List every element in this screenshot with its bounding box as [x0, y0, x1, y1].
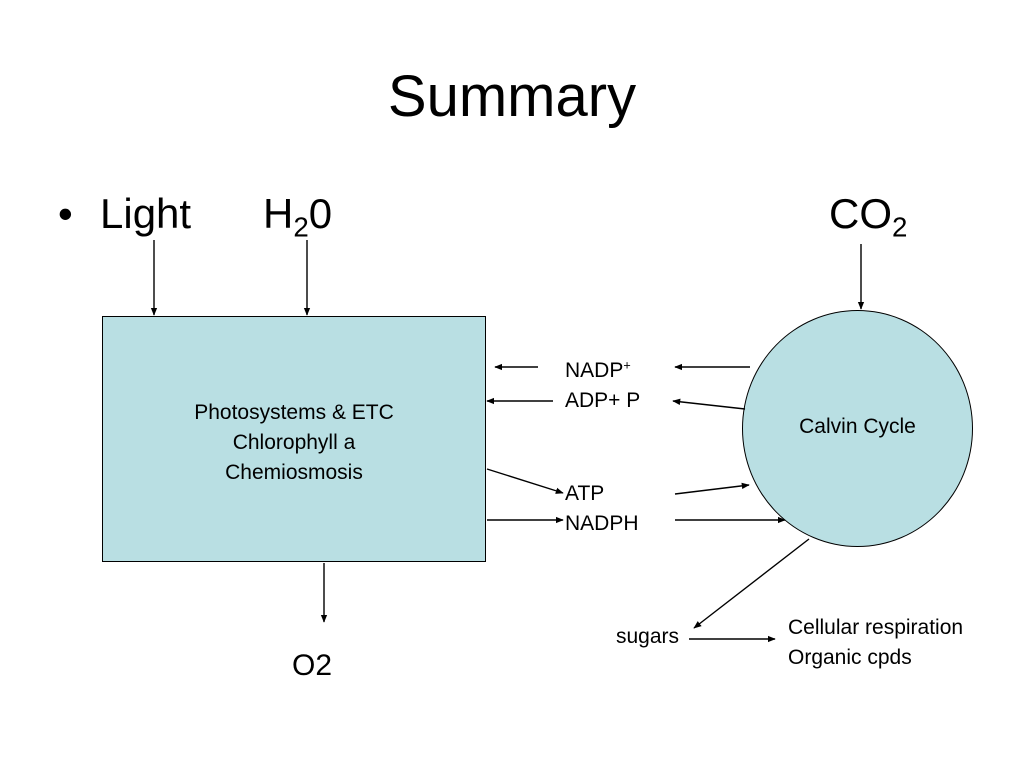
calvin-cycle-circle: Calvin Cycle: [742, 310, 973, 547]
light-label: Light: [100, 190, 192, 237]
oxygen-label: O2: [292, 649, 333, 682]
box-line-chemiosmosis: Chemiosmosis: [225, 461, 363, 484]
sugars-label: sugars: [616, 625, 680, 648]
cellular-respiration-label: Cellular respiration: [788, 616, 964, 639]
co2-label-subscript: 2: [892, 211, 908, 243]
arrow-atp-to-circle: [674, 482, 750, 495]
water-label-tail: 0: [308, 190, 333, 237]
light-reactions-box: Photosystems & ETC Chlorophyll a Chemios…: [102, 316, 486, 562]
nadp-label: NADP+: [565, 358, 631, 384]
arrow-box-to-atp: [486, 468, 564, 494]
co2-label-main: CO: [829, 190, 892, 237]
box-line-chlorophyll: Chlorophyll a: [232, 431, 356, 454]
arrow-circle-to-sugars: [693, 538, 810, 629]
adp-label: ADP+ P: [565, 389, 641, 412]
bullet-marker: •: [58, 190, 73, 237]
box-line-photosystems: Photosystems & ETC: [194, 401, 394, 424]
nadp-label-main: NADP: [565, 359, 624, 382]
water-label: H20: [263, 190, 333, 241]
calvin-cycle-label: Calvin Cycle: [799, 414, 916, 438]
organic-cpds-label: Organic cpds: [788, 646, 912, 669]
water-label-main: H: [263, 190, 294, 237]
co2-label: CO2: [829, 190, 907, 241]
nadp-label-superscript: +: [623, 358, 631, 373]
water-label-subscript: 2: [293, 211, 309, 243]
atp-label: ATP: [565, 482, 605, 505]
nadph-label: NADPH: [565, 512, 639, 535]
slide-title: Summary: [387, 64, 637, 129]
arrow-circle-to-adp: [672, 398, 746, 410]
